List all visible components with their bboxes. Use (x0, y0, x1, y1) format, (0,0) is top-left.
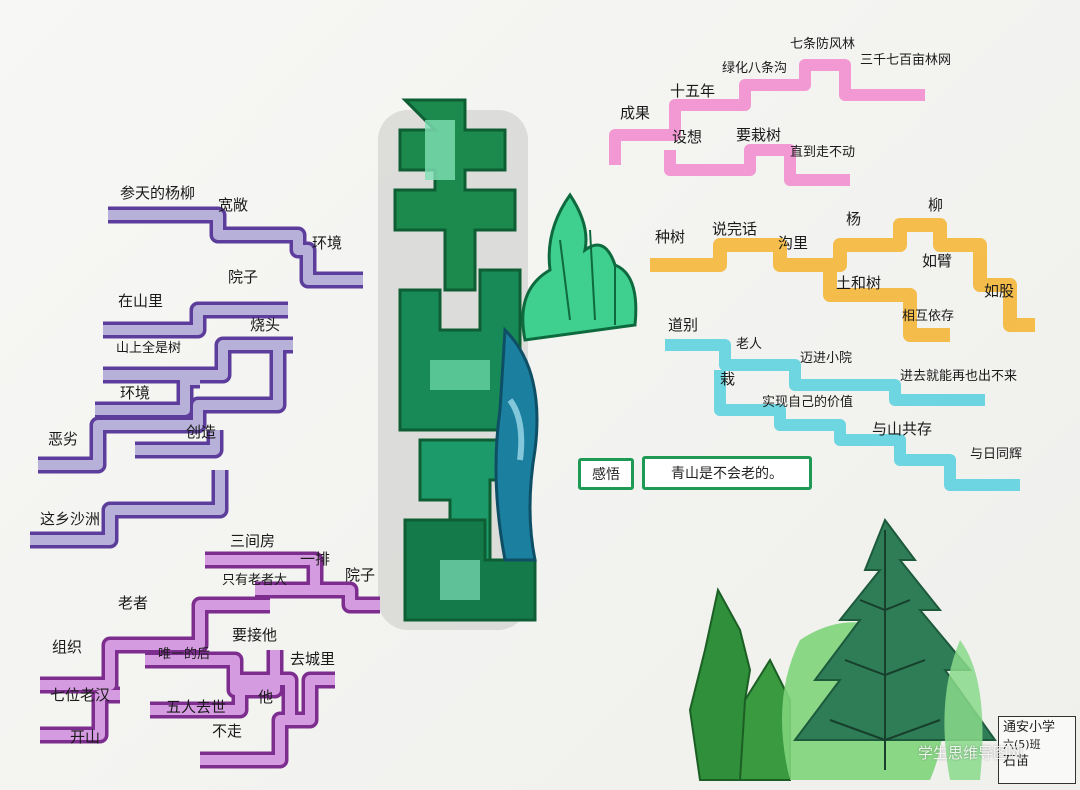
branch-tree-lines (650, 218, 1035, 342)
label-env-6: 烧头 (250, 316, 281, 334)
label-env-10: 这乡沙洲 (40, 510, 101, 528)
label-env-7: 环境 (120, 384, 151, 402)
label-bye-6: 与山共存 (872, 420, 933, 438)
label-bye-2: 迈进小院 (800, 351, 853, 366)
label-old-7: 开山 (70, 728, 101, 746)
insight-text-box: 青山是不会老的。 (642, 456, 812, 490)
label-env-1: 宽敞 (218, 196, 249, 214)
label-bye-7: 与日同辉 (970, 447, 1023, 462)
label-old-9: 五人去世 (166, 698, 227, 716)
label-old-10: 不走 (212, 722, 243, 740)
label-old-5: 组织 (52, 638, 83, 656)
label-result-7: 直到走不动 (790, 145, 856, 160)
label-env-8: 创造 (186, 423, 217, 441)
label-result-5: 设想 (672, 128, 703, 146)
label-old-3: 只有老者大 (222, 573, 288, 588)
branch-result-lines (609, 59, 925, 186)
branch-bye-lines (665, 339, 1020, 491)
label-bye-1: 老人 (736, 337, 763, 352)
label-tree-2: 沟里 (778, 234, 809, 252)
label-env-0: 参天的杨柳 (120, 184, 196, 202)
label-env-3: 院子 (228, 268, 259, 286)
label-result-0: 七条防风林 (790, 37, 856, 52)
label-old-0: 三间房 (230, 532, 276, 550)
label-tree-5: 土和树 (836, 274, 882, 292)
label-tree-0: 种树 (655, 228, 686, 246)
stamp-class: 六(5)班 (1003, 738, 1041, 752)
tree-pine (793, 517, 997, 741)
title-trunk (494, 326, 539, 562)
stamp-school: 通安小学 (1003, 720, 1056, 735)
label-bye-3: 进去就能再也出不来 (900, 369, 1018, 384)
label-result-3: 三千七百亩林网 (860, 53, 952, 68)
label-tree-4: 柳 (928, 196, 944, 214)
label-old-6: 七位老汉 (50, 686, 111, 704)
label-old-12: 去城里 (290, 650, 336, 668)
label-result-2: 十五年 (670, 82, 716, 100)
label-tree-8: 相互依存 (902, 309, 955, 324)
label-old-13: 他 (258, 688, 274, 706)
label-old-1: 一排 (300, 550, 331, 568)
label-tree-3: 杨 (846, 210, 862, 228)
title-art (378, 98, 638, 630)
tree-light-2 (944, 640, 983, 780)
label-env-9: 恶劣 (48, 430, 79, 448)
label-env-2: 环境 (312, 234, 343, 252)
label-result-4: 成果 (620, 104, 651, 122)
stamp-name: 石苗 (1003, 753, 1030, 769)
insight-label-box: 感悟 (578, 458, 634, 490)
label-old-2: 院子 (345, 566, 376, 584)
label-result-1: 绿化八条沟 (722, 61, 788, 76)
forest-illustration (688, 517, 997, 781)
watermark-text: 学生思维导图网 (918, 744, 1024, 762)
label-env-4: 在山里 (118, 292, 164, 310)
label-tree-1: 说完话 (712, 220, 758, 238)
title-tree-crown (521, 192, 638, 342)
label-tree-6: 如臂 (922, 252, 953, 270)
label-old-11: 要接他 (232, 626, 278, 644)
label-bye-0: 道别 (668, 316, 699, 334)
branch-old-lines (40, 551, 380, 769)
label-env-5: 山上全是树 (116, 341, 182, 356)
label-old-8: 唯一的后 (158, 647, 211, 662)
label-bye-4: 栽 (720, 370, 736, 388)
label-result-6: 要栽树 (736, 126, 782, 144)
branch-env-lines (30, 206, 363, 549)
author-stamp: 通安小学 六(5)班 石苗 (998, 716, 1076, 784)
label-old-4: 老者 (118, 594, 149, 612)
label-tree-7: 如股 (984, 282, 1015, 300)
label-bye-5: 实现自己的价值 (762, 395, 854, 410)
